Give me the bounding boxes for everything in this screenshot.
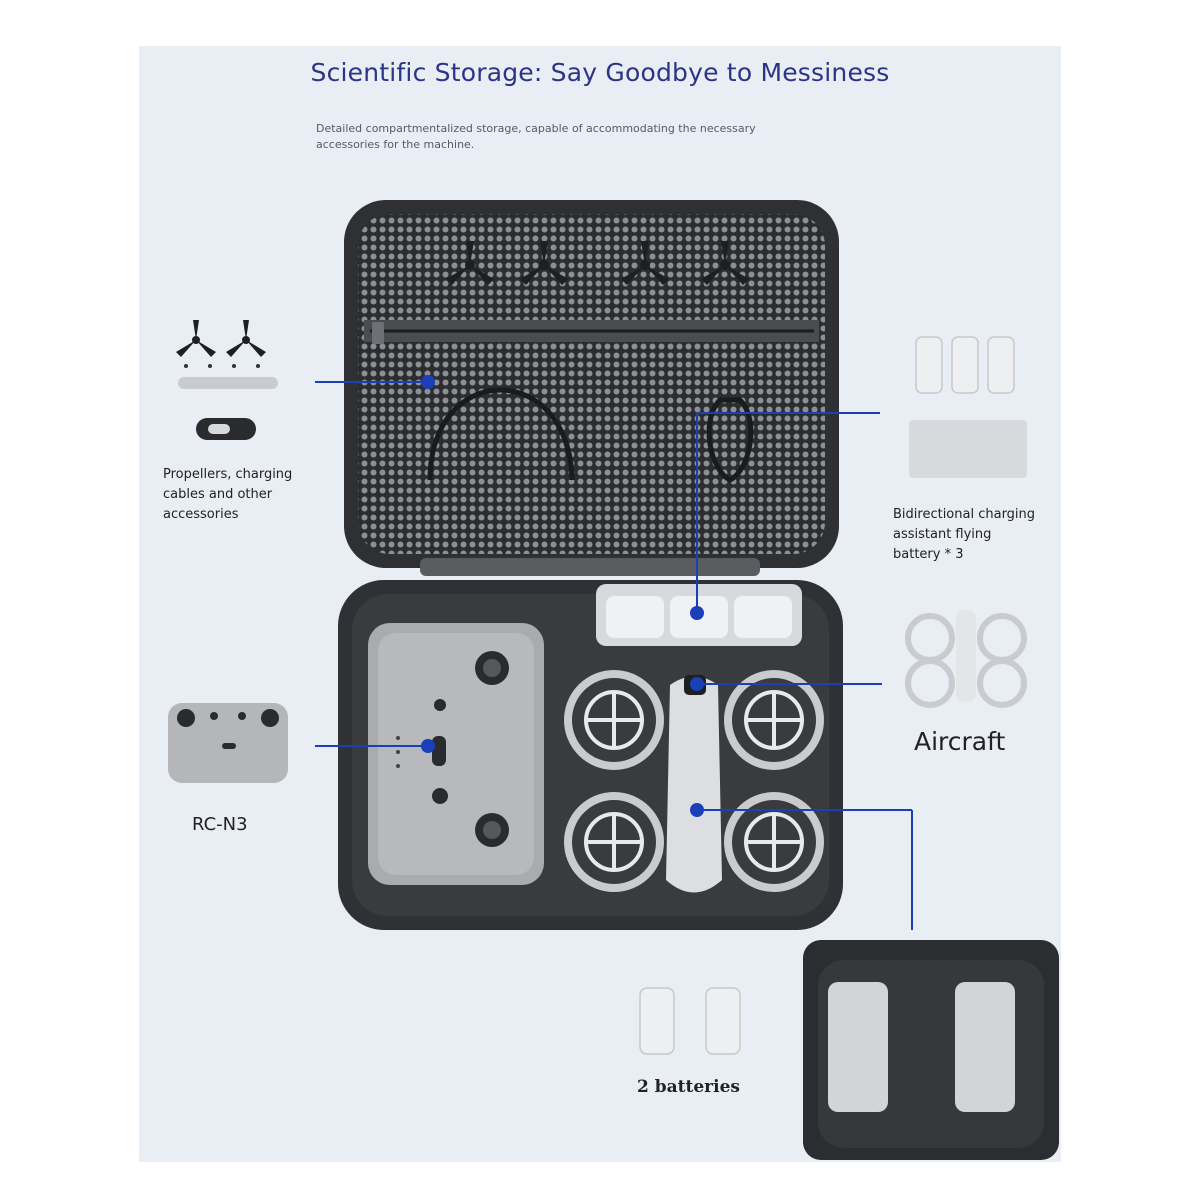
callout-dots (421, 375, 704, 817)
page-title: Scientific Storage: Say Goodbye to Messi… (310, 58, 890, 87)
two-batteries-image (639, 987, 741, 1055)
aircraft-label: Aircraft (914, 727, 1006, 756)
case-hinge (420, 558, 760, 576)
aircraft-in-case (564, 670, 824, 893)
callout-lines (315, 381, 913, 930)
case-lid (344, 200, 839, 568)
lid-cable (427, 387, 575, 481)
remote-controller (368, 623, 544, 885)
accessories-label: Propellers, charging cables and other ac… (163, 467, 293, 522)
lid-propellers (446, 241, 749, 285)
accessories-image (176, 320, 278, 440)
battery-compartment-inset (803, 940, 1059, 1160)
spare-batteries-image (915, 336, 1015, 394)
batteries-label: 2 batteries (637, 1077, 740, 1097)
rc-n3-label: RC-N3 (192, 814, 248, 835)
aircraft-image (905, 610, 1027, 708)
rc-n3-image (168, 703, 288, 783)
charging-hub-image (909, 420, 1027, 478)
page-subtitle: Detailed compartmentalized storage, capa… (316, 122, 756, 151)
charging-hub-label: Bidirectional charging assistant flying … (893, 507, 1036, 562)
lid-coiled-cable (706, 397, 754, 483)
